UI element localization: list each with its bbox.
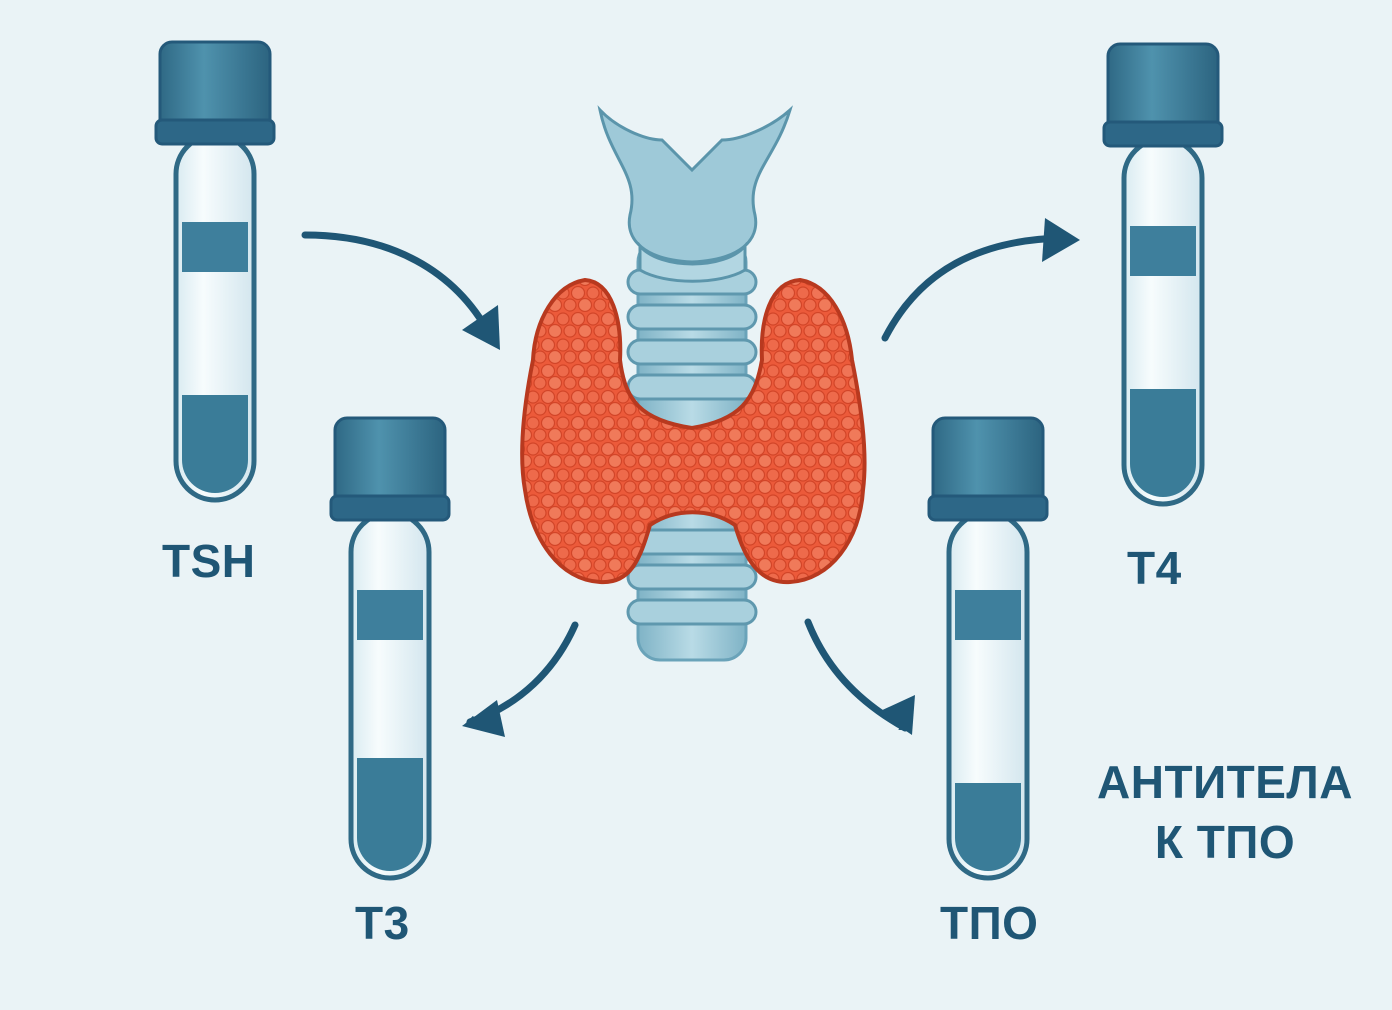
test-tube-icon: [329, 416, 451, 881]
thyroid-gland-icon: [520, 277, 867, 585]
label-tsh: TSH: [162, 535, 256, 587]
label-t3: T3: [355, 897, 410, 949]
label-tpo: ТПО: [940, 897, 1039, 949]
arrowheads: [462, 218, 1080, 737]
test-tube-icon: [1102, 42, 1224, 507]
test-tube-icon: [927, 416, 1049, 881]
label-t4: T4: [1127, 542, 1182, 594]
label-tpo-antibodies-line1: АНТИТЕЛА: [1097, 756, 1353, 808]
label-tpo-antibodies: АНТИТЕЛА К ТПО: [1085, 752, 1365, 872]
trachea-icon: [597, 105, 793, 662]
test-tube-icon: [154, 40, 276, 503]
label-tpo-antibodies-line2: К ТПО: [1154, 816, 1296, 868]
